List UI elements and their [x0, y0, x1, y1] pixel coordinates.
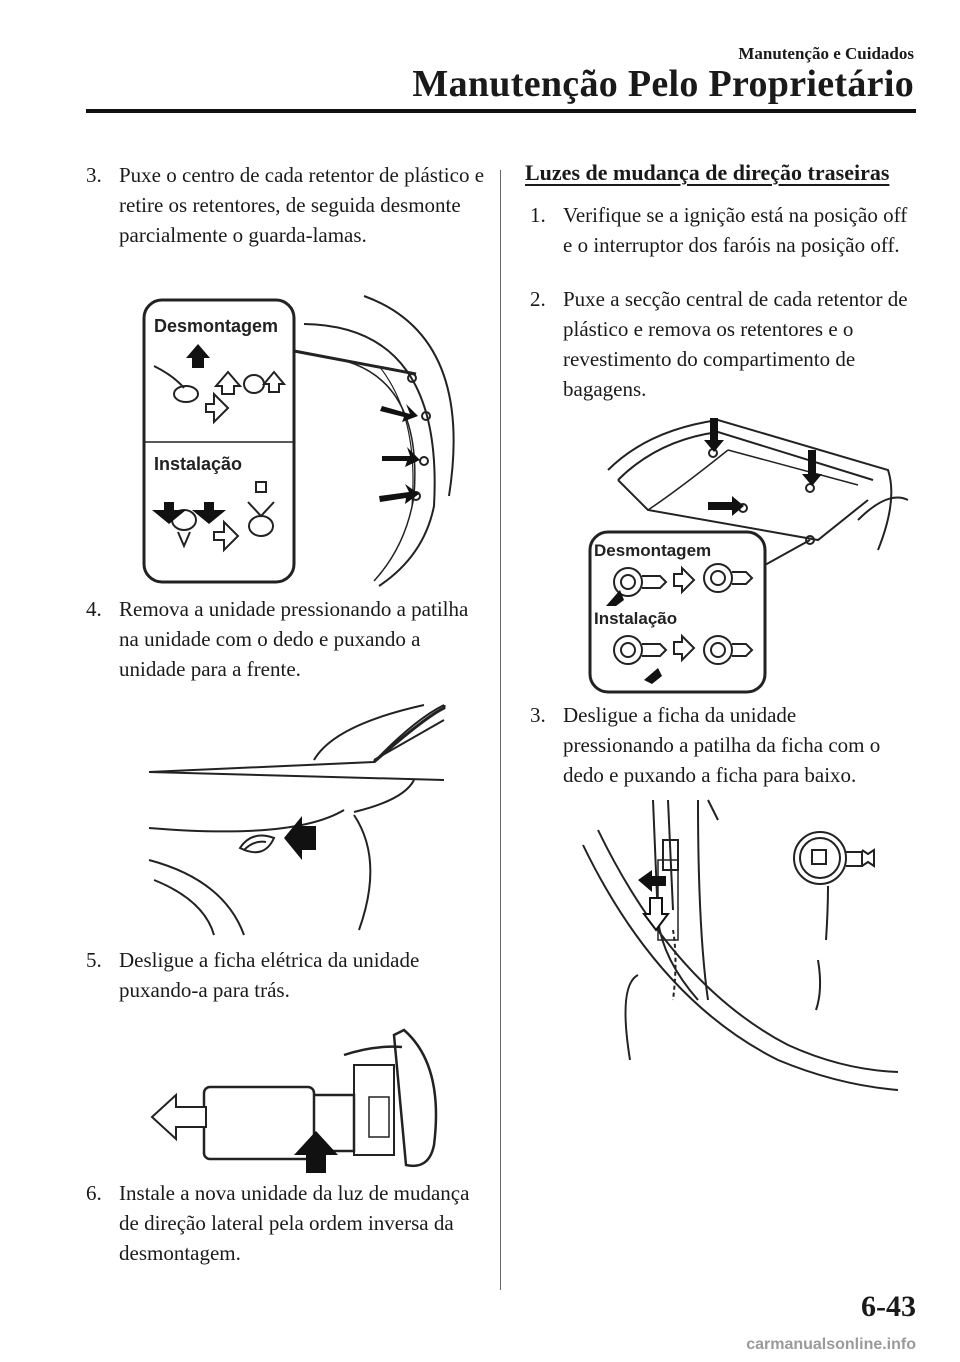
step-number: 3. — [86, 163, 102, 187]
trunk-retainer-figure: Desmontagem Instalação — [588, 418, 909, 694]
step-number: 4. — [86, 597, 102, 621]
step-number: 3. — [530, 703, 546, 727]
page-title: Manutenção Pelo Proprietário — [412, 63, 914, 105]
fender-retainer-figure: Desmontagem Instalação — [142, 295, 455, 587]
step-text: Puxe a secção central de cada retentor d… — [563, 287, 908, 401]
header-rule — [86, 109, 916, 113]
installation-label: Instalação — [154, 454, 242, 474]
step-6-left: 6. Instale a nova unidade da luz de muda… — [86, 1178, 486, 1268]
connector-figure — [150, 1028, 438, 1173]
step-text: Instale a nova unidade da luz de mudança… — [119, 1181, 470, 1265]
removal-label: Desmontagem — [154, 316, 278, 336]
step-number: 1. — [530, 203, 546, 227]
step-5-left: 5. Desligue a ficha elétrica da unidade … — [86, 945, 486, 1005]
step-3-right: 3. Desligue a ficha da unidade pressiona… — [530, 700, 910, 790]
step-text: Remova a unidade pressionando a patilha … — [119, 597, 469, 681]
step-text: Verifique se a ignição está na posição o… — [563, 203, 908, 257]
step-text: Desligue a ficha elétrica da unidade pux… — [119, 948, 420, 1002]
column-divider — [500, 170, 501, 1290]
section-title: Luzes de mudança de direção traseiras — [525, 160, 890, 185]
step-2-right: 2. Puxe a secção central de cada retento… — [530, 284, 910, 404]
header-section: Manutenção e Cuidados — [738, 44, 914, 63]
step-number: 5. — [86, 948, 102, 972]
side-unit-figure — [148, 704, 446, 936]
step-1-right: 1. Verifique se a ignição está na posiçã… — [530, 200, 910, 260]
removal-label: Desmontagem — [594, 541, 711, 560]
installation-label: Instalação — [594, 609, 677, 628]
step-4-left: 4. Remova a unidade pressionando a patil… — [86, 594, 486, 684]
step-number: 2. — [530, 287, 546, 311]
page-number: 6-43 — [861, 1290, 916, 1323]
footer-watermark: carmanualsonline.info — [746, 1336, 916, 1353]
step-text: Desligue a ficha da unidade pressionando… — [563, 703, 881, 787]
step-number: 6. — [86, 1181, 102, 1205]
step-text: Puxe o centro de cada retentor de plásti… — [119, 163, 485, 247]
step-3-left: 3. Puxe o centro de cada retentor de plá… — [86, 160, 486, 250]
rear-connector-figure — [582, 799, 899, 1091]
